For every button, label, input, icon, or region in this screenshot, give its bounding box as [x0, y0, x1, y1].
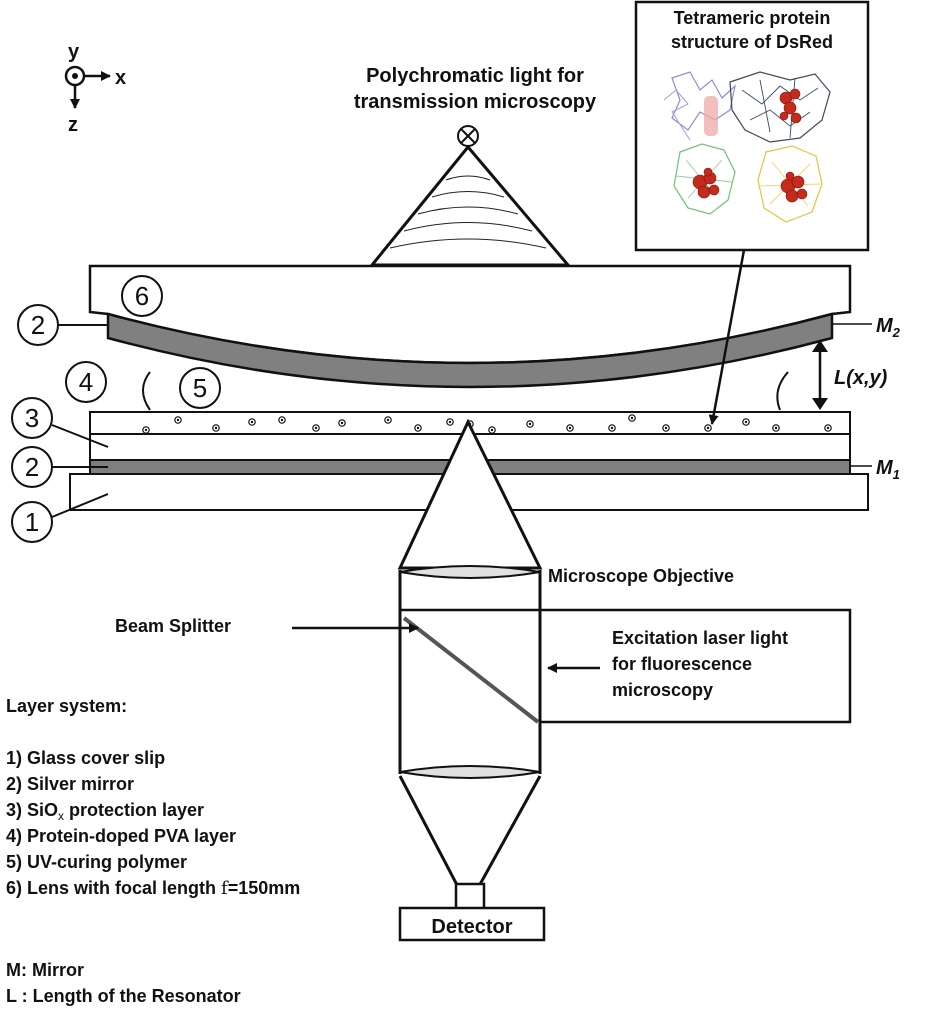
detector-label: Detector	[431, 916, 512, 938]
marker-5-circle	[179, 367, 221, 409]
detector: Detector	[398, 882, 546, 942]
legend-item-2: 2) Silver mirror	[6, 774, 134, 794]
detector-box	[398, 906, 546, 942]
axis-label-y: y	[68, 41, 80, 63]
objective-lens-bottom	[399, 765, 541, 779]
marker-3: 3	[25, 403, 39, 433]
excitation-box	[538, 608, 852, 724]
marker-6-circle	[121, 275, 163, 317]
light-cone	[368, 144, 572, 267]
legend-item-4: 4) Protein-doped PVA layer	[6, 826, 236, 846]
marker-4: 4	[79, 367, 93, 397]
label-m2: M2	[876, 315, 901, 340]
legend-item-3: 3) SiOx protection layer	[6, 800, 204, 823]
coordinate-axes: y x z	[64, 41, 126, 136]
legend-item-6: 6) Lens with focal length f=150mm	[6, 878, 300, 899]
excitation-line1: Excitation laser light	[612, 628, 788, 648]
axis-label-x: x	[115, 67, 126, 89]
light-source-label-line1: Polychromatic light for	[366, 65, 584, 87]
label-length: L(x,y)	[834, 367, 888, 389]
marker-6: 6	[135, 281, 149, 311]
light-source: Polychromatic light for transmission mic…	[354, 65, 597, 267]
marker-2-bottom-circle	[11, 446, 53, 488]
inset-title-line1: Tetrameric protein	[674, 8, 831, 28]
objective-lens-top	[399, 565, 541, 579]
marker-1: 1	[25, 507, 39, 537]
marker-2-top: 2	[31, 310, 45, 340]
legend-title: Layer system:	[6, 696, 127, 716]
inset-pointer-arrow	[708, 249, 746, 425]
axis-label-z: z	[68, 114, 78, 136]
inset-frame	[634, 0, 870, 252]
lens-assembly	[88, 264, 852, 389]
legend-item-1: 1) Glass cover slip	[6, 748, 165, 768]
uv-polymer-right	[776, 371, 789, 411]
legend-length: L : Length of the Resonator	[6, 986, 241, 1006]
marker-4-circle	[65, 361, 107, 403]
excitation-line3: microscopy	[612, 680, 713, 700]
label-m1: M1	[876, 457, 900, 482]
layer-legend: Layer system: 1) Glass cover slip 2) Sil…	[6, 696, 300, 1006]
legend-item-5: 5) UV-curing polymer	[6, 852, 187, 872]
marker-3-circle	[11, 397, 53, 439]
marker-5: 5	[193, 373, 207, 403]
legend-mirror: M: Mirror	[6, 960, 84, 980]
protein-inset: Tetrameric protein structure of DsRed	[634, 0, 870, 425]
dsred-tetramer-image	[663, 71, 831, 223]
marker-2-top-circle	[17, 304, 59, 346]
layer-markers: 6 2 4 5 3 2 1	[11, 275, 221, 543]
excitation-line2: for fluorescence	[612, 654, 752, 674]
beam-splitter	[402, 616, 540, 724]
curved-mirror-m2	[106, 312, 834, 389]
beam-splitter-label: Beam Splitter	[115, 616, 231, 636]
marker-1-circle	[11, 501, 53, 543]
uv-polymer-left	[142, 371, 151, 411]
marker-2-bottom: 2	[25, 452, 39, 482]
light-source-label-line2: transmission microscopy	[354, 91, 597, 113]
inset-title-line2: structure of DsRed	[671, 32, 833, 52]
objective-label: Microscope Objective	[548, 566, 734, 586]
